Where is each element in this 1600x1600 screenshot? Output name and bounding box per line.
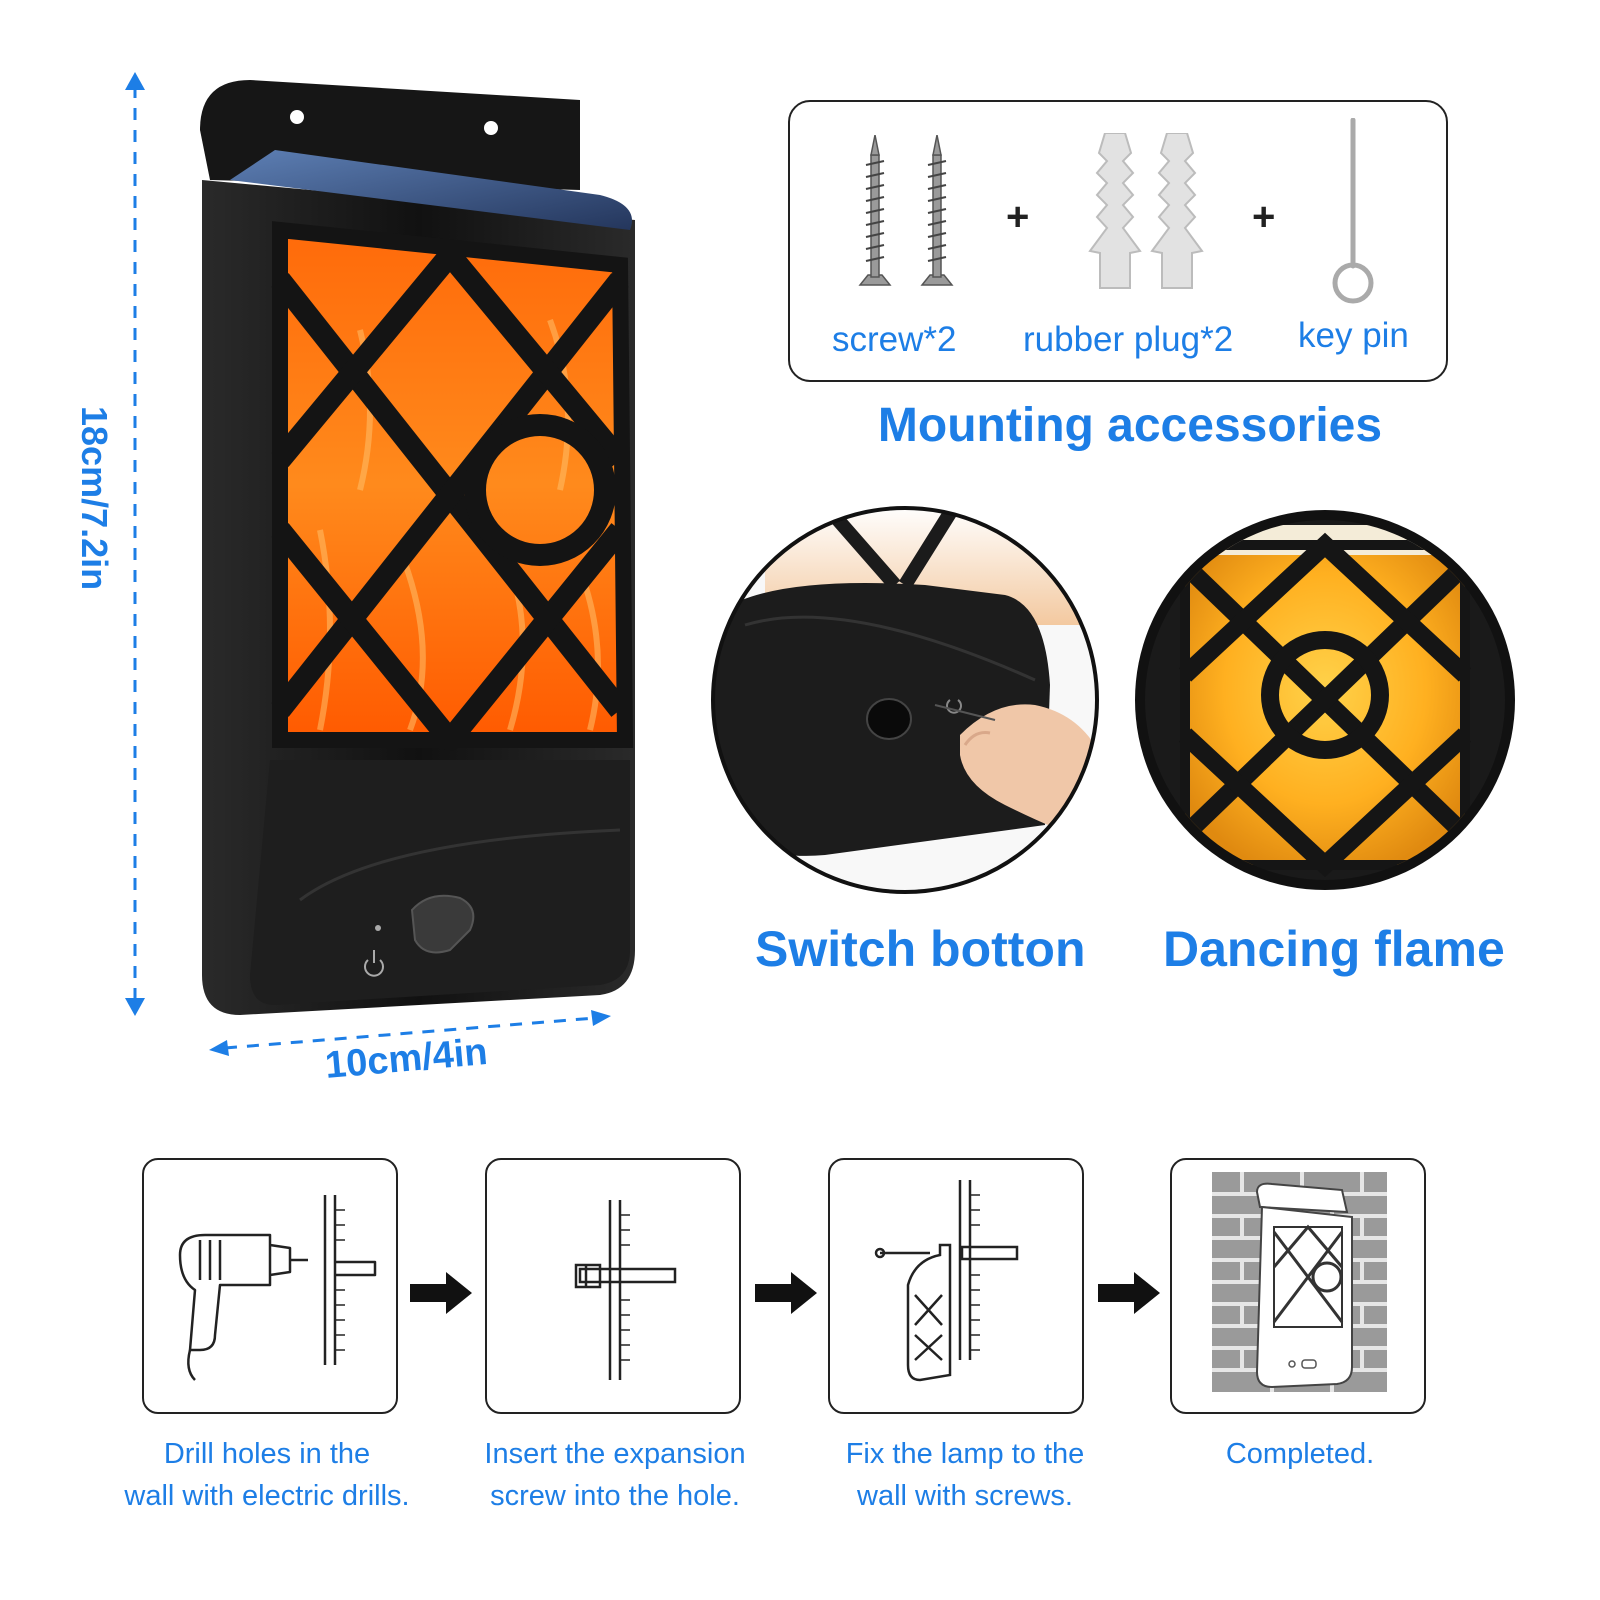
- solar-lamp-image: [200, 80, 635, 1015]
- step-3-box: [828, 1158, 1084, 1414]
- screw-label: screw*2: [832, 320, 957, 359]
- width-dimension-line: [209, 1010, 611, 1056]
- accessories-box: [788, 100, 1448, 382]
- fix-lamp-icon: [874, 1180, 1019, 1382]
- arrow-right-icon: [1098, 1272, 1160, 1314]
- key-pin-label: key pin: [1298, 316, 1409, 355]
- height-dimension-label: 18cm/7.2in: [74, 406, 115, 591]
- step-2-box: [485, 1158, 741, 1414]
- rubber-plug-label: rubber plug*2: [1023, 320, 1234, 359]
- key-pin-icon: [1332, 118, 1374, 304]
- expansion-screw-icon: [574, 1200, 677, 1380]
- flame-closeup-image: [1135, 510, 1515, 890]
- rubber-plug-icon: [1088, 133, 1204, 289]
- arrow-right-icon: [755, 1272, 817, 1314]
- arrow-right-icon: [410, 1272, 472, 1314]
- screw-icon: [858, 135, 954, 286]
- switch-closeup-image: [711, 506, 1099, 894]
- dancing-flame-label: Dancing flame: [1163, 921, 1505, 977]
- accessories-title: Mounting accessories: [877, 399, 1383, 452]
- height-dimension-line: [125, 72, 145, 1016]
- switch-button-label: Switch botton: [755, 921, 1086, 977]
- completed-lamp-icon: [1212, 1172, 1387, 1392]
- drill-icon: [178, 1195, 377, 1381]
- step-4-text: Completed.: [1225, 1438, 1375, 1470]
- plus-sign: +: [1252, 195, 1276, 239]
- plus-sign: +: [1006, 195, 1030, 239]
